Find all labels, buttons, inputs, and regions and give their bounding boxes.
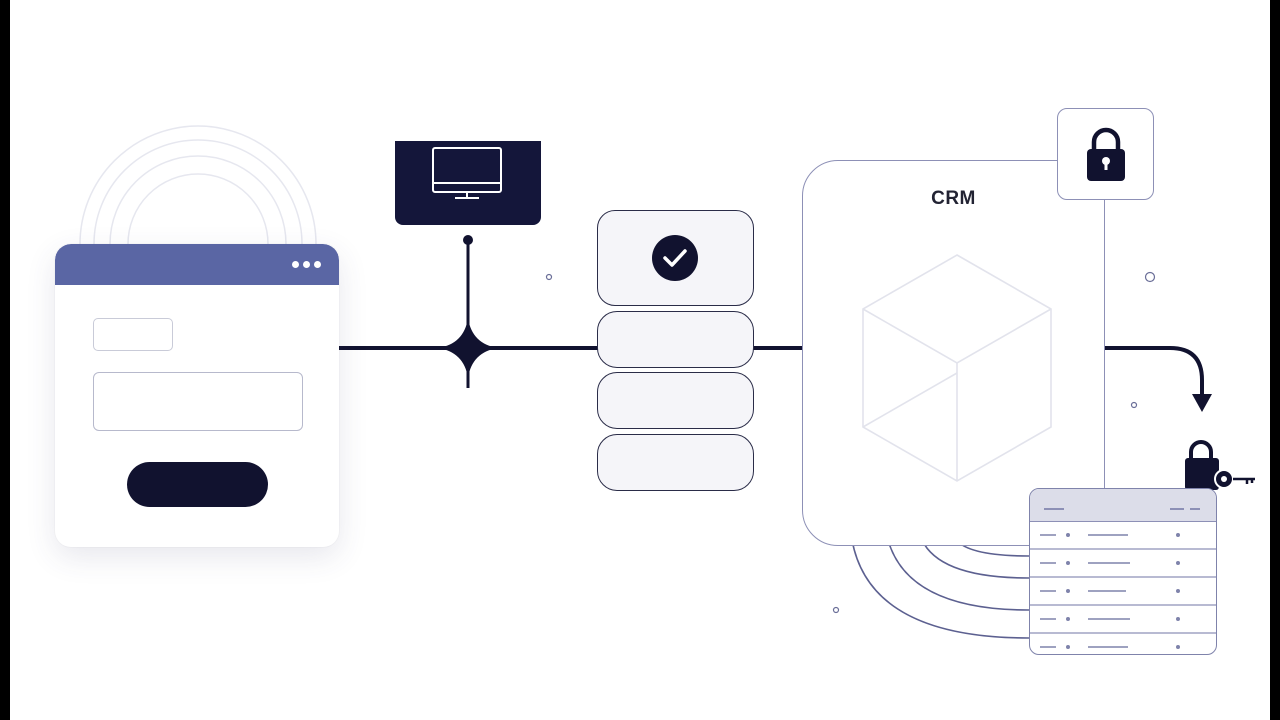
crm-label: CRM (931, 188, 976, 209)
more-options-icon[interactable] (292, 261, 321, 268)
signal-arcs (79, 125, 317, 245)
table-rows (1030, 533, 1216, 649)
submit-button[interactable] (127, 462, 268, 507)
junction-star-icon (438, 318, 498, 378)
check-circle-icon (652, 235, 698, 281)
connector-node (463, 235, 473, 245)
output-connector-line (1105, 346, 1204, 398)
form-label-field[interactable] (93, 318, 173, 351)
window-titlebar (55, 244, 339, 285)
cube-icon (862, 254, 1052, 482)
lock-with-key-icon (1185, 440, 1255, 490)
form-input-field[interactable] (93, 372, 303, 431)
queue-item (597, 372, 754, 429)
connector-layer (79, 125, 1212, 639)
device-tile (395, 141, 541, 225)
queue-item (597, 434, 754, 491)
validation-card (597, 210, 754, 306)
table-header (1030, 489, 1216, 522)
form-window (55, 244, 339, 547)
data-table (1029, 488, 1217, 655)
decor-dots (545, 271, 1156, 614)
lock-icon (1087, 127, 1125, 181)
queue-item (597, 311, 754, 368)
arrow-down-icon (1192, 394, 1212, 412)
sync-curves (851, 539, 1030, 639)
diagram-canvas: CRM (10, 0, 1270, 720)
crm-panel: CRM (802, 160, 1105, 546)
monitor-icon (432, 147, 502, 199)
security-tile (1057, 108, 1154, 200)
